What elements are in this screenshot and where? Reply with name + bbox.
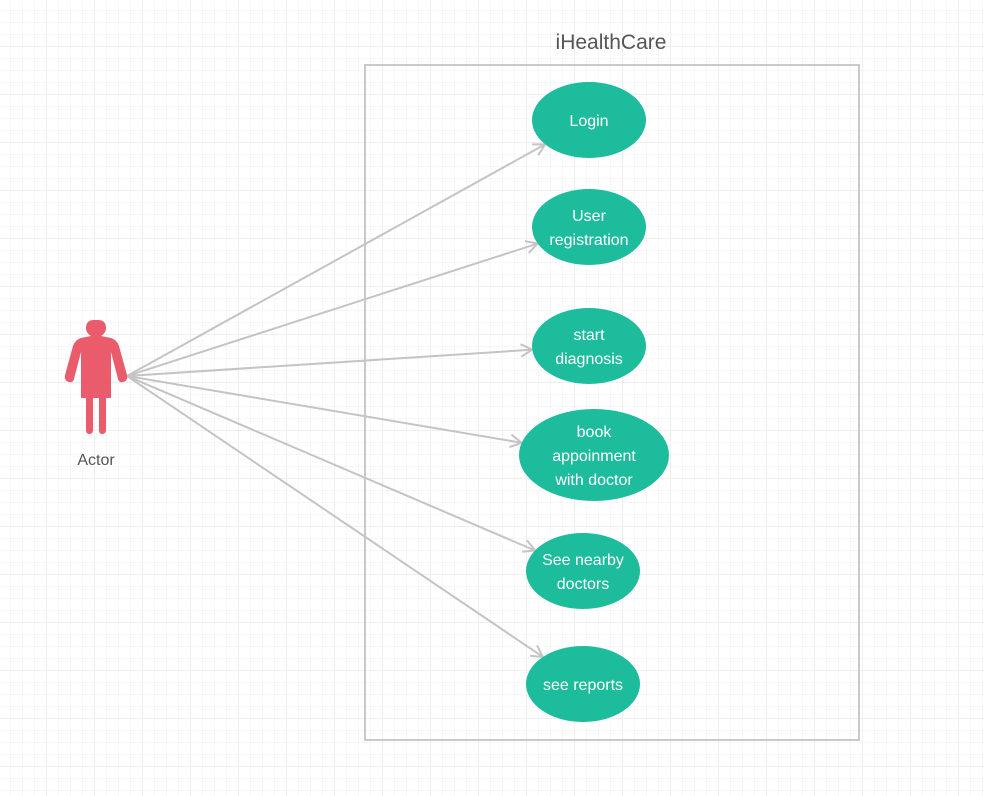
use-case[interactable]: User registration — [532, 189, 646, 265]
association-line[interactable] — [126, 375, 536, 552]
use-case-label: See nearby — [542, 552, 624, 569]
use-case-ellipse[interactable] — [532, 189, 646, 265]
association-line[interactable] — [126, 375, 522, 444]
use-case-label: appoinment — [552, 448, 636, 465]
use-case-ellipse[interactable] — [519, 409, 669, 501]
system-title: iHealthCare — [556, 31, 667, 54]
use-case[interactable]: See nearby doctors — [526, 533, 640, 609]
use-case-ellipse[interactable] — [526, 533, 640, 609]
use-case[interactable]: see reports — [526, 646, 640, 722]
use-case-label: registration — [549, 232, 628, 249]
use-case-label: see reports — [543, 677, 623, 694]
use-case-ellipse[interactable] — [532, 82, 646, 158]
arrowhead — [529, 644, 545, 659]
use-case-label: User — [572, 208, 606, 225]
use-case-label: diagnosis — [555, 351, 623, 368]
use-case-label: doctors — [557, 576, 609, 593]
use-case-label: book — [577, 424, 613, 441]
use-case-ellipse[interactable] — [526, 646, 640, 722]
use-case-label: start — [573, 327, 605, 344]
actor-label: Actor — [77, 452, 115, 469]
use-case-ellipse[interactable] — [532, 308, 646, 384]
system-boundary[interactable] — [364, 64, 860, 741]
use-case[interactable]: book appoinment with doctor — [519, 409, 669, 501]
use-case-label: with doctor — [554, 472, 633, 489]
association-lines — [126, 143, 547, 659]
association-line[interactable] — [126, 242, 538, 377]
association-line[interactable] — [126, 348, 533, 377]
actor[interactable]: Actor — [64, 320, 128, 469]
actor-icon — [64, 320, 128, 434]
association-line[interactable] — [126, 375, 544, 658]
use-case[interactable]: start diagnosis — [532, 308, 646, 384]
use-case-label: Login — [569, 113, 608, 130]
association-line[interactable] — [126, 143, 546, 377]
arrowhead — [532, 143, 547, 156]
use-case[interactable]: Login — [532, 82, 646, 158]
